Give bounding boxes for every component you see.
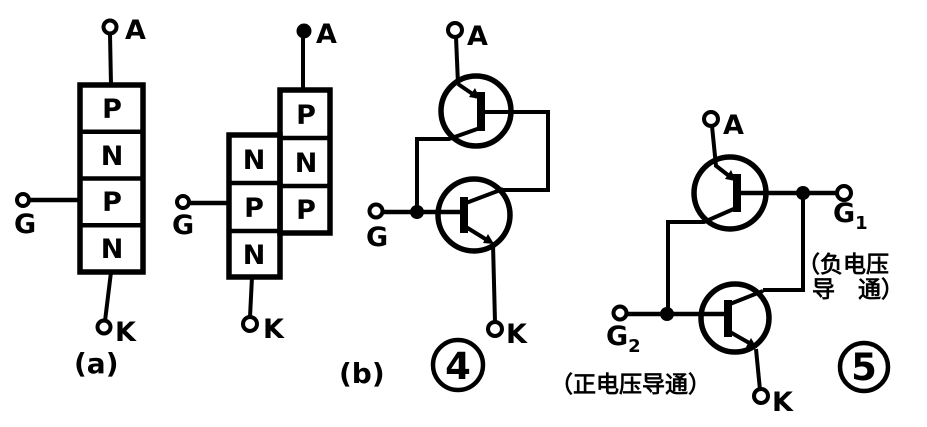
anode-wire bbox=[108, 33, 113, 86]
cathode-terminal-icon bbox=[752, 387, 770, 405]
anode-terminal-icon bbox=[702, 110, 720, 128]
left-layer-p: P bbox=[244, 193, 264, 224]
cathode-wire bbox=[491, 243, 497, 323]
badge-circle-4 bbox=[430, 337, 486, 393]
gate1-terminal-icon bbox=[835, 184, 853, 202]
left-layer-n: N bbox=[243, 145, 266, 176]
gate1-label: G1 bbox=[833, 198, 868, 234]
layer-n1: N bbox=[101, 141, 124, 172]
cathode-wire bbox=[103, 271, 113, 322]
left-layer-n2: N bbox=[243, 240, 266, 271]
gate2-annotation: （正电压导通） bbox=[550, 371, 711, 398]
caption-b: (b) bbox=[339, 357, 385, 390]
junction-dot-icon bbox=[660, 307, 674, 321]
diagram-a: A P N P N G K (a) bbox=[14, 15, 146, 380]
gate-label: G bbox=[14, 209, 36, 240]
gate-terminal-icon bbox=[175, 194, 191, 210]
junction-dot-icon bbox=[410, 205, 424, 219]
gate-label: G bbox=[366, 222, 388, 253]
circuit-4: A G K 4 bbox=[366, 21, 550, 393]
anode-terminal-icon bbox=[296, 23, 312, 39]
anode-terminal-icon bbox=[446, 21, 464, 39]
gate2-terminal-icon bbox=[611, 304, 629, 322]
cathode-terminal-icon bbox=[241, 315, 259, 333]
cathode-label: K bbox=[506, 319, 528, 350]
gate2-label: G2 bbox=[606, 321, 641, 357]
anode-terminal-icon bbox=[101, 18, 119, 36]
cathode-wire bbox=[248, 276, 254, 318]
npn-collector-wire bbox=[729, 289, 764, 306]
badge-number-5: 5 bbox=[851, 346, 877, 389]
pnp-emitter-arrow-icon bbox=[469, 88, 480, 99]
anode-label: A bbox=[723, 110, 744, 141]
layer-n2: N bbox=[101, 234, 124, 265]
badge-circle-5 bbox=[837, 340, 891, 394]
caption-a: (a) bbox=[74, 347, 119, 380]
cathode-wire bbox=[754, 348, 762, 391]
npn-transistor-icon bbox=[698, 281, 772, 355]
base-to-collector-wire bbox=[483, 110, 550, 192]
cathode-terminal-icon bbox=[486, 320, 504, 338]
npn-emitter-wire bbox=[464, 225, 489, 242]
anode-label: A bbox=[316, 19, 337, 50]
cathode-label: K bbox=[772, 387, 794, 418]
anode-wire bbox=[454, 36, 460, 85]
gate-terminal-icon bbox=[367, 202, 385, 220]
right-layer-n: N bbox=[295, 148, 318, 179]
anode-label: A bbox=[125, 15, 146, 46]
gate-label: G bbox=[172, 210, 194, 241]
cathode-label: K bbox=[263, 314, 285, 345]
diagram-b: A P N P N P N G K (b) bbox=[172, 19, 385, 390]
badge-number-4: 4 bbox=[445, 345, 471, 388]
right-layer-p2: P bbox=[296, 195, 316, 226]
left-column-outline bbox=[226, 132, 283, 280]
npn-emitter-wire bbox=[729, 330, 752, 346]
pnp-collector-wire bbox=[666, 206, 737, 314]
gate1-annotation-line1: （负电压 bbox=[797, 251, 889, 278]
npn-collector-wire bbox=[465, 187, 504, 205]
cathode-terminal-icon bbox=[95, 318, 113, 336]
cathode-label: K bbox=[115, 317, 137, 348]
npn-emitter-arrow-icon bbox=[483, 234, 494, 244]
anode-label: A bbox=[467, 21, 488, 52]
gate-terminal-icon bbox=[15, 192, 31, 208]
layer-p1: P bbox=[102, 94, 122, 125]
base-to-collector-wire bbox=[763, 193, 805, 292]
pnp-collector-wire bbox=[415, 126, 481, 212]
layer-p2: P bbox=[102, 187, 122, 218]
npn-transistor-icon bbox=[435, 176, 513, 254]
pnp-emitter-arrow-icon bbox=[725, 170, 736, 181]
gate1-annotation-line2: 导 通） bbox=[812, 276, 904, 303]
circuit-5: A G1 G2 K （负电压 导 通） （正电压导通） 5 bbox=[550, 110, 904, 418]
right-layer-p: P bbox=[296, 100, 316, 131]
npn-emitter-arrow-icon bbox=[746, 338, 757, 348]
